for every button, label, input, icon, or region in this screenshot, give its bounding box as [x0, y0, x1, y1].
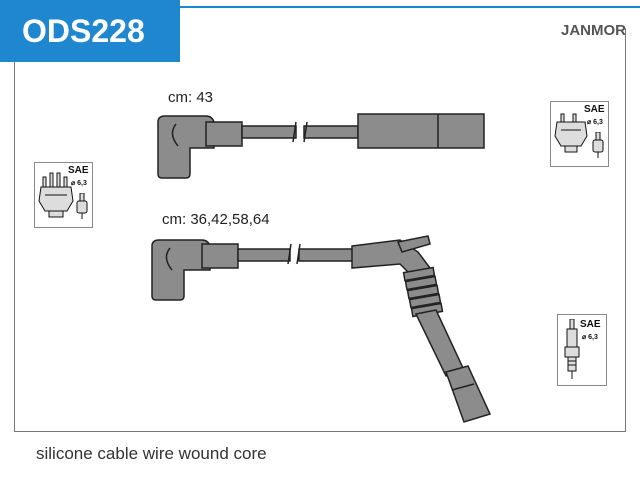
terminal-pin-icon	[592, 132, 604, 158]
header-rule	[180, 6, 640, 8]
cable-2-ribbed-boot	[402, 266, 444, 318]
right-distributor-connector: SAE ⌀ 6,3	[550, 101, 609, 167]
brand-name: JANMOR	[560, 22, 626, 39]
spark-plug-sae-label: SAE	[580, 319, 601, 330]
cable-1	[157, 113, 485, 179]
cable-2-wire-a	[237, 248, 291, 262]
cable-1-ferrule	[205, 121, 243, 147]
frame-right-line	[625, 28, 626, 432]
cable-1-break-2	[303, 121, 308, 143]
distributor-cap-icon	[38, 172, 74, 218]
terminal-pin-icon	[76, 193, 88, 219]
spark-plug-icon	[564, 319, 580, 379]
cable-1-wire-a	[241, 125, 297, 139]
cable-2-break-1	[287, 243, 292, 265]
cable-1-boot-curve	[171, 123, 179, 147]
left-distributor-sae-label: SAE	[68, 165, 89, 176]
right-spark-plug-connector: SAE ⌀ 6,3	[557, 314, 607, 386]
cable-1-boot-right	[357, 113, 485, 149]
cable-length-label-1: cm: 43	[168, 89, 214, 106]
right-distributor-sae-label: SAE	[584, 104, 605, 115]
left-distributor-connector: SAE ⌀ 6,3	[34, 162, 93, 228]
cable-2-shaft	[414, 309, 466, 377]
cable-2	[151, 235, 492, 423]
cable-2-wire-b	[298, 248, 354, 262]
cable-2-ferrule	[201, 243, 239, 269]
distributor-cap-icon	[554, 113, 588, 153]
frame-top-line	[14, 62, 15, 432]
cable-2-plug-boot	[445, 365, 492, 423]
frame-bottom-line	[14, 431, 626, 432]
right-distributor-diameter-label: ⌀ 6,3	[587, 119, 603, 126]
cable-length-label-2: cm: 36,42,58,64	[162, 211, 270, 228]
cable-1-break-1	[292, 121, 297, 143]
cable-2-break-2	[296, 243, 301, 265]
cable-2-plug-boot-seam	[451, 383, 475, 391]
left-distributor-diameter-label: ⌀ 6,3	[71, 180, 87, 187]
cable-2-boot-curve	[165, 247, 173, 271]
cable-1-wire-b	[303, 125, 359, 139]
part-code-badge: ODS228	[0, 0, 180, 62]
cable-2-tip	[396, 235, 431, 253]
spark-plug-diameter-label: ⌀ 6,3	[582, 334, 598, 341]
footer-description: silicone cable wire wound core	[36, 444, 267, 463]
